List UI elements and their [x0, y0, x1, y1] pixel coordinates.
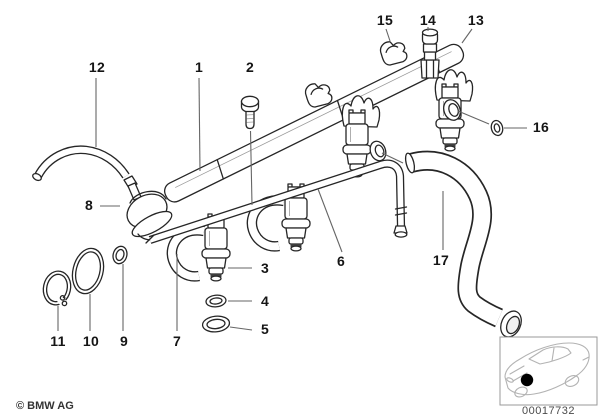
leader-line — [57, 27, 527, 331]
injector-port — [369, 140, 387, 162]
callout-14: 14 — [419, 12, 437, 28]
callout-12: 12 — [88, 59, 106, 75]
pressure-regulator — [123, 175, 173, 241]
o-ring — [490, 119, 504, 137]
vacuum-hose — [32, 145, 130, 182]
callout-6: 6 — [336, 253, 346, 269]
callout-9: 9 — [119, 333, 129, 349]
location-dot — [520, 373, 534, 387]
image-number: 00017732 — [522, 405, 575, 417]
o-ring — [205, 294, 227, 308]
leader-line — [381, 152, 404, 164]
injector-port — [443, 99, 461, 121]
callout-10: 10 — [82, 333, 100, 349]
callout-13: 13 — [467, 12, 485, 28]
mounting-bolt — [240, 95, 260, 130]
o-ring — [201, 315, 231, 333]
callout-4: 4 — [260, 293, 270, 309]
rail-clip — [379, 41, 408, 66]
callout-7: 7 — [172, 333, 182, 349]
fuel-feed-line — [145, 159, 408, 244]
car-location-thumbnail — [499, 336, 598, 406]
callout-1: 1 — [194, 59, 204, 75]
o-ring — [71, 247, 105, 295]
copyright-text: © BMW AG — [16, 400, 74, 412]
callout-5: 5 — [260, 321, 270, 337]
callout-2: 2 — [245, 59, 255, 75]
fuel-hose — [404, 150, 522, 338]
o-ring — [112, 245, 128, 265]
snap-ring — [42, 270, 72, 312]
callout-11: 11 — [50, 333, 66, 349]
bleeder-valve — [420, 28, 440, 79]
fuel-injector — [342, 109, 372, 178]
callout-16: 16 — [532, 119, 550, 135]
rail-clip — [304, 83, 333, 108]
callout-8: 8 — [84, 197, 94, 213]
callout-17: 17 — [432, 252, 450, 268]
callout-3: 3 — [260, 260, 270, 276]
callout-15: 15 — [376, 12, 394, 28]
